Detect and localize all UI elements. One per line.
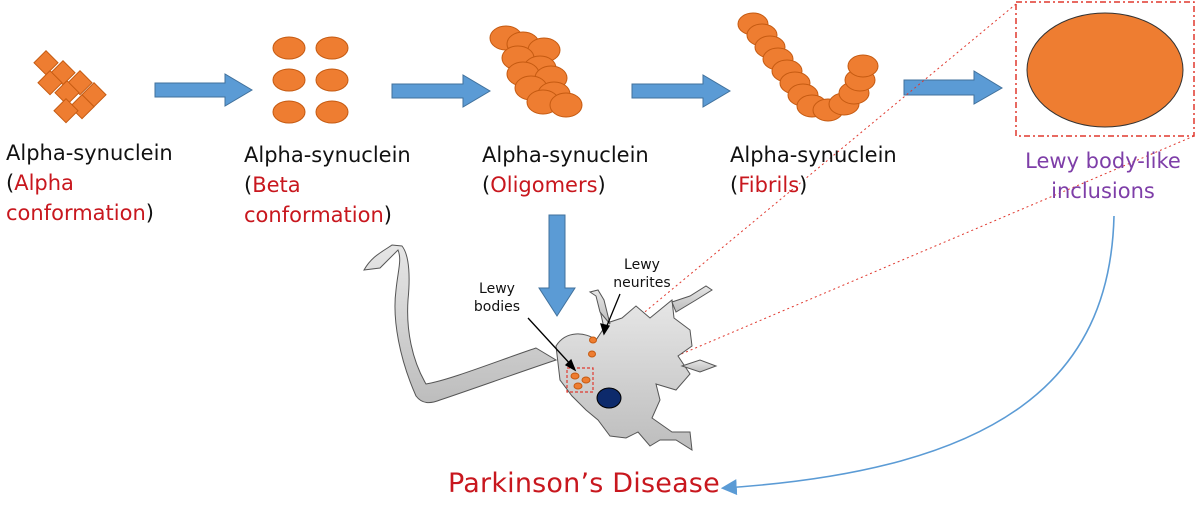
neuron-nucleus <box>596 387 622 409</box>
stage-state: Alpha <box>14 171 74 195</box>
stage-state: Beta <box>252 173 301 197</box>
outcome-label: Parkinson’s Disease <box>448 468 720 499</box>
stage-name: Alpha-synuclein <box>6 141 173 165</box>
arrow-4 <box>903 70 1003 105</box>
inclusion-label: Lewy body-like inclusions <box>1025 149 1181 203</box>
oligomers-icon <box>489 25 583 118</box>
arrow-2 <box>391 74 491 108</box>
neuron-dendrite-right <box>671 285 713 313</box>
stage-state: Oligomers <box>490 173 598 197</box>
arrow-1 <box>154 73 253 107</box>
lewy-neurites-label: Lewy neurites <box>613 257 671 291</box>
neuron-dendrite-mid <box>680 359 718 373</box>
arrow-down <box>538 214 576 317</box>
label-pointers <box>527 293 621 372</box>
curved-arrow-to-disease <box>720 215 1115 496</box>
neuron-dendrite-top <box>588 289 611 325</box>
lewy-bodies-label: Lewy bodies <box>473 281 521 315</box>
zoom-lines <box>569 3 1195 393</box>
inclusion-body-icon <box>1026 12 1184 128</box>
stage-label-alpha: Alpha-synuclein (Alpha conformation) <box>6 138 206 228</box>
process-arrows <box>154 70 1003 317</box>
lewy-bodies-box <box>566 367 594 393</box>
stage-label-fibrils: Alpha-synuclein (Fibrils) <box>730 140 930 200</box>
arrow-3 <box>631 74 731 108</box>
stage-state-cont: conformation <box>244 203 384 227</box>
fibrils-icon <box>737 12 879 122</box>
neuron-axon <box>363 244 558 404</box>
stage-name: Alpha-synuclein <box>244 143 411 167</box>
beta-conformation-icon <box>272 36 349 124</box>
stage-name: Alpha-synuclein <box>730 143 897 167</box>
stage-name: Alpha-synuclein <box>482 143 649 167</box>
inclusion-zoom-box <box>1015 1 1195 137</box>
stage-state-cont: conformation <box>6 201 146 225</box>
stage-label-beta: Alpha-synuclein (Beta conformation) <box>244 140 444 230</box>
lewy-body-dots <box>570 336 597 390</box>
stage-state: Fibrils <box>738 173 800 197</box>
alpha-conformation-icon <box>33 49 107 124</box>
stage-label-oligomers: Alpha-synuclein (Oligomers) <box>482 140 682 200</box>
